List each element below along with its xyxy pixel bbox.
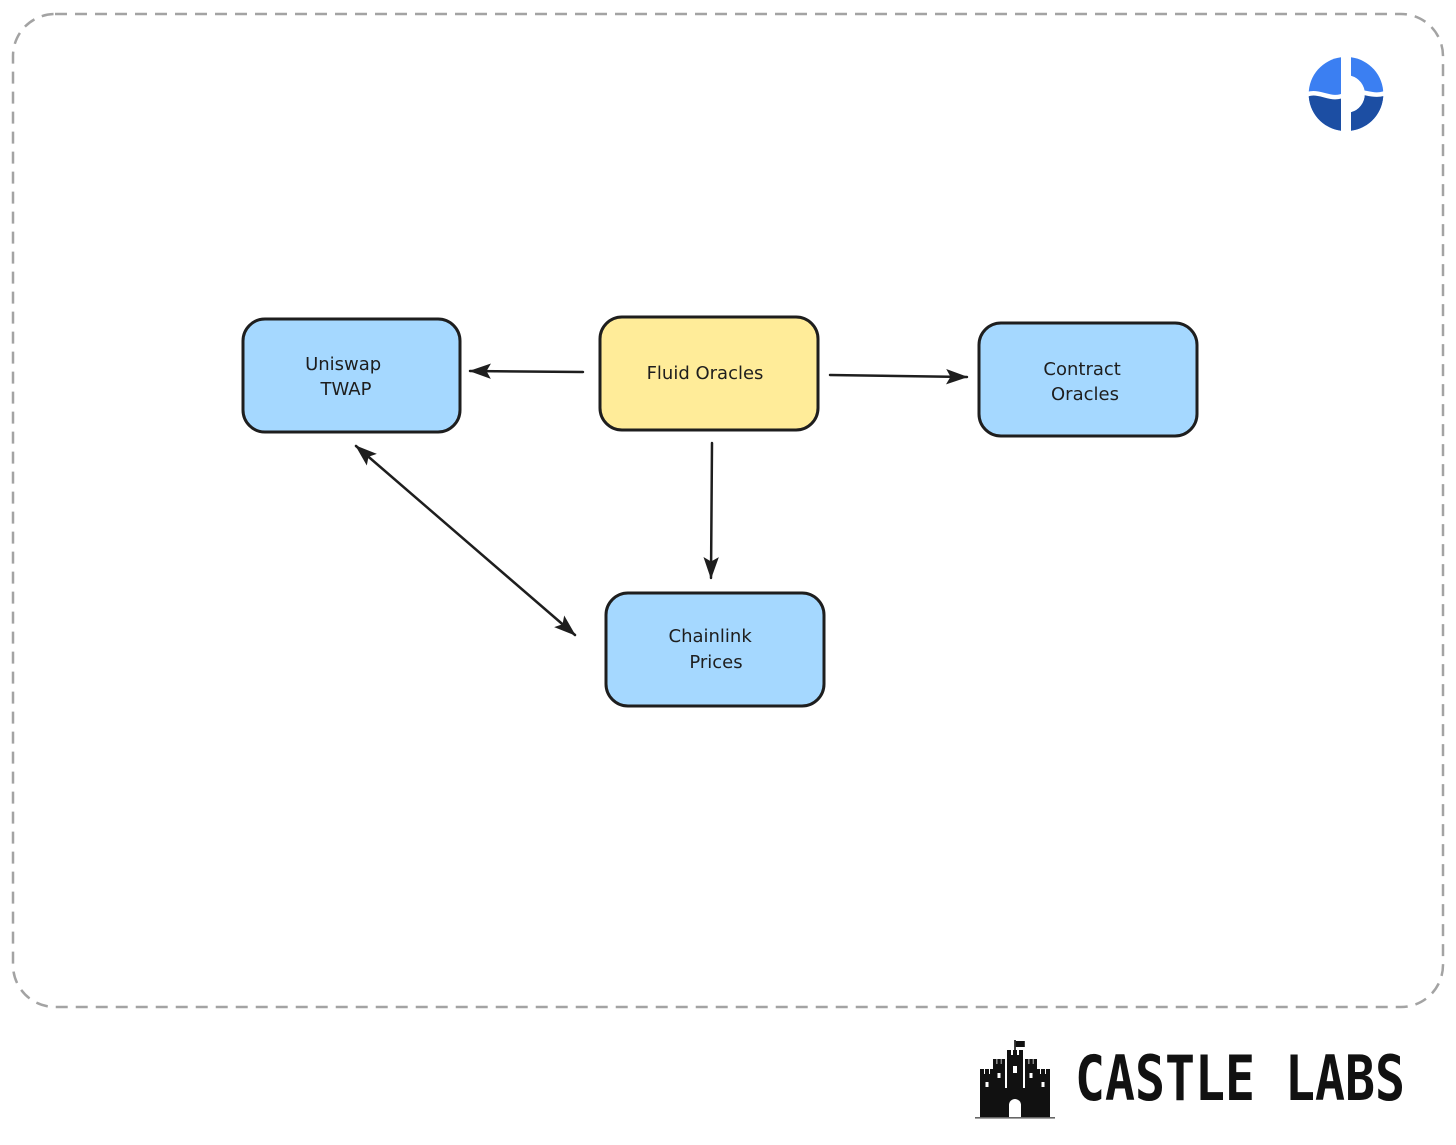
castle-icon — [975, 1040, 1055, 1119]
node-box — [598, 315, 820, 432]
arrow-fluid-to-contract — [828, 368, 969, 385]
arrow-fluid-to-uniswap — [468, 363, 585, 379]
node-label: Contract Oracles — [1043, 359, 1126, 405]
logo-wave-line — [1300, 88, 1392, 100]
arrow-uniswap-chainlink-bidirectional — [354, 444, 577, 637]
node-contract-oracles: Contract Oracles — [977, 321, 1199, 438]
node-box — [241, 317, 462, 434]
node-chainlink-prices: Chainlink Prices — [604, 591, 826, 708]
node-label: Chainlink Prices — [669, 626, 758, 673]
node-box — [604, 591, 826, 708]
diagram-frame — [11, 12, 1445, 1009]
node-fluid-oracles: Fluid Oracles — [598, 315, 820, 432]
node-label: Uniswap TWAP — [305, 354, 387, 400]
node-uniswap-twap: Uniswap TWAP — [241, 317, 462, 434]
castle-ground-line — [975, 1117, 1055, 1119]
fluid-logo-icon — [1300, 57, 1392, 131]
arrow-fluid-to-chainlink — [703, 441, 719, 580]
brand-wordmark: CASTLE LABS — [1075, 1042, 1405, 1115]
node-box — [977, 321, 1199, 438]
node-label: Fluid Oracles — [647, 363, 764, 384]
